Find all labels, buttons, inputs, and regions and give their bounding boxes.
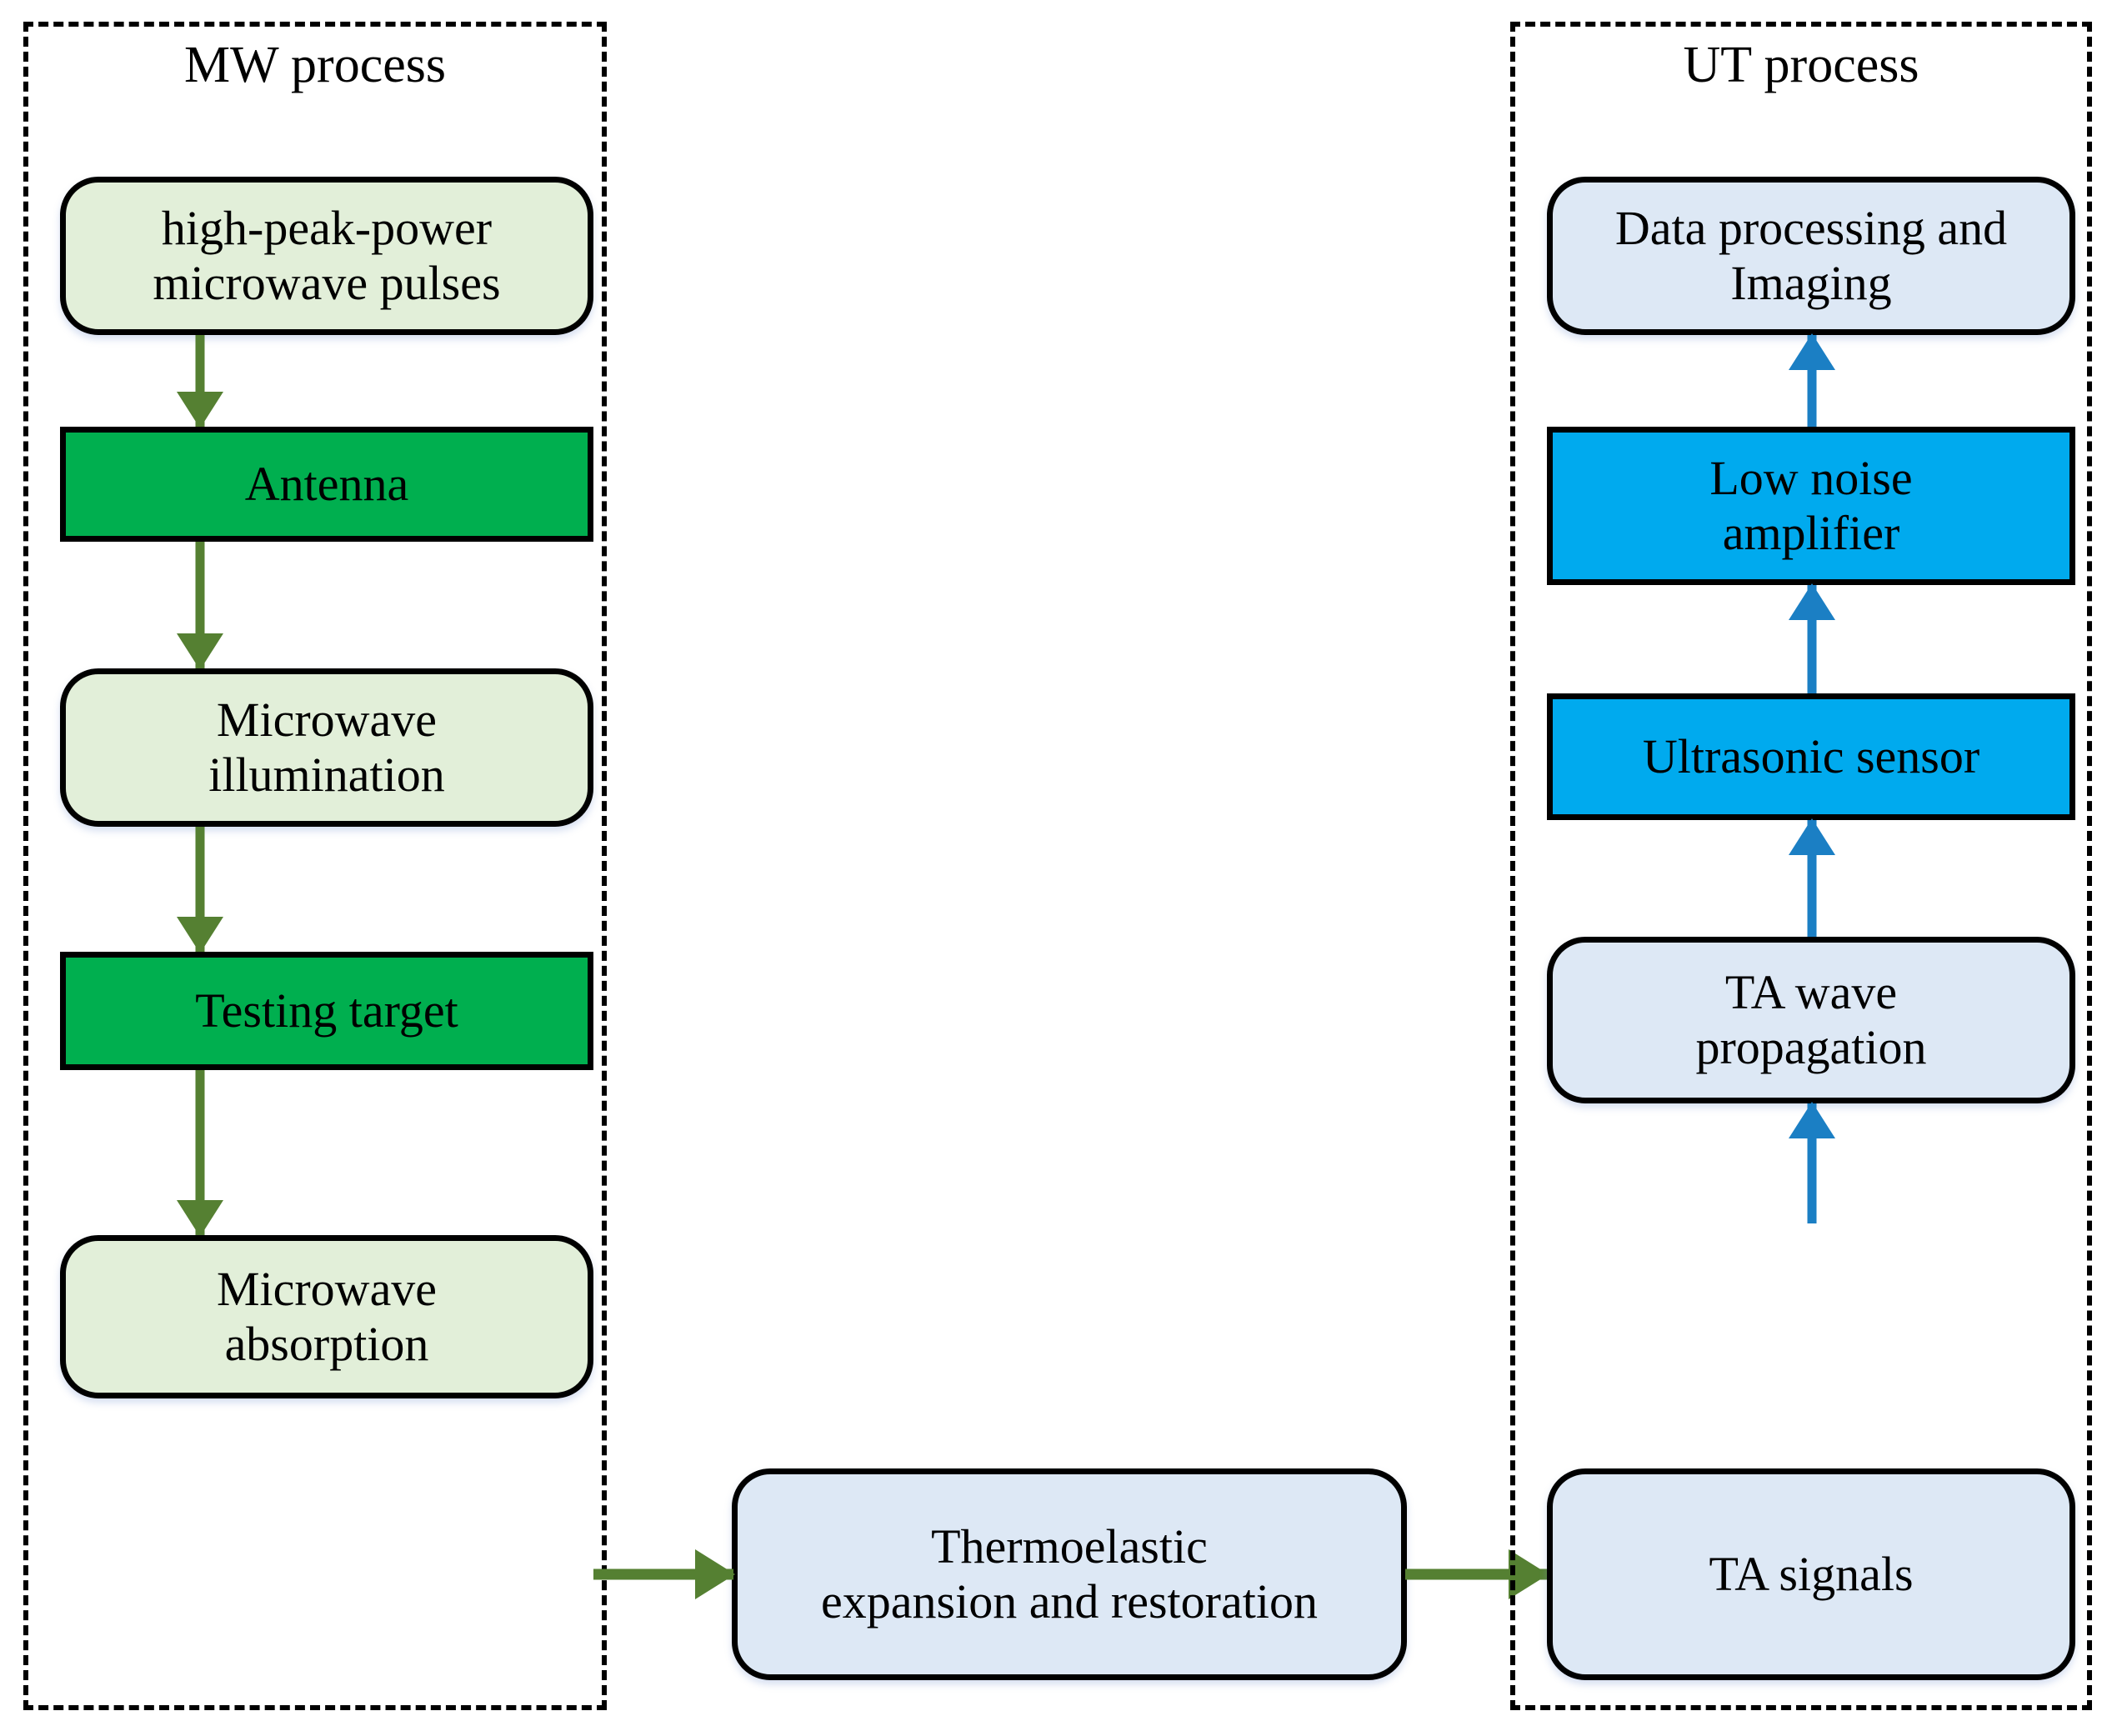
- arrow-ta-wave-to-sensor: [1789, 818, 1835, 937]
- group-mw-process-title: MW process: [184, 37, 446, 93]
- node-label: Microwave absorption: [216, 1261, 438, 1371]
- group-mw-process: [23, 22, 607, 1710]
- arrow-shaft: [1807, 1103, 1817, 1223]
- arrow-shaft: [195, 335, 205, 427]
- node-label: Thermoelastic expansion and restoration: [821, 1518, 1318, 1628]
- arrow-head-down-icon: [177, 917, 223, 953]
- node-label: TA wave propagation: [1695, 964, 1927, 1074]
- arrow-illumination-to-target: [177, 827, 223, 953]
- node-label: Testing target: [195, 983, 458, 1038]
- node-microwave-absorption[interactable]: Microwave absorption: [60, 1235, 593, 1398]
- arrow-head-up-icon: [1789, 583, 1835, 620]
- arrow-shaft: [1807, 585, 1817, 693]
- arrow-shaft: [1807, 335, 1817, 427]
- node-label: Data processing and Imaging: [1614, 200, 2008, 310]
- arrow-head-right-icon: [1509, 1549, 1549, 1599]
- node-high-peak-power-microwave-pulses[interactable]: high-peak-power microwave pulses: [60, 177, 593, 335]
- arrow-shaft: [195, 1070, 205, 1235]
- arrow-head-up-icon: [1789, 333, 1835, 370]
- arrow-head-down-icon: [177, 392, 223, 428]
- node-ultrasonic-sensor[interactable]: Ultrasonic sensor: [1547, 693, 2075, 820]
- node-label: Low noise amplifier: [1709, 450, 1913, 560]
- group-ut-process-title: UT process: [1683, 37, 1919, 93]
- node-low-noise-amplifier[interactable]: Low noise amplifier: [1547, 427, 2075, 585]
- node-data-processing-and-imaging[interactable]: Data processing and Imaging: [1547, 177, 2075, 335]
- arrow-absorption-to-thermoelastic: [593, 1549, 735, 1599]
- arrow-shaft: [195, 542, 205, 668]
- node-testing-target[interactable]: Testing target: [60, 952, 593, 1070]
- arrow-pulses-to-antenna: [177, 335, 223, 428]
- node-ta-signals[interactable]: TA signals: [1547, 1468, 2075, 1680]
- arrow-ta-signals-to-ta-wave: [1789, 1102, 1835, 1223]
- node-antenna[interactable]: Antenna: [60, 427, 593, 542]
- arrow-lna-to-data-processing: [1789, 333, 1835, 427]
- arrow-head-down-icon: [177, 633, 223, 670]
- arrow-head-up-icon: [1789, 1102, 1835, 1138]
- arrow-head-up-icon: [1789, 818, 1835, 855]
- node-label: TA signals: [1709, 1546, 1914, 1601]
- node-label: Antenna: [244, 456, 409, 511]
- arrow-head-down-icon: [177, 1200, 223, 1237]
- arrow-shaft: [195, 827, 205, 952]
- group-ut-process: [1510, 22, 2092, 1710]
- node-label: Ultrasonic sensor: [1642, 728, 1980, 783]
- node-thermoelastic-expansion-and-restoration[interactable]: Thermoelastic expansion and restoration: [732, 1468, 1407, 1680]
- arrow-shaft: [1807, 820, 1817, 937]
- node-label: high-peak-power microwave pulses: [153, 200, 501, 310]
- arrow-antenna-to-illumination: [177, 542, 223, 670]
- node-ta-wave-propagation[interactable]: TA wave propagation: [1547, 937, 2075, 1103]
- arrow-head-right-icon: [695, 1549, 735, 1599]
- arrow-target-to-absorption: [177, 1070, 223, 1237]
- node-label: Microwave illumination: [208, 692, 445, 802]
- node-microwave-illumination[interactable]: Microwave illumination: [60, 668, 593, 827]
- arrow-sensor-to-lna: [1789, 583, 1835, 693]
